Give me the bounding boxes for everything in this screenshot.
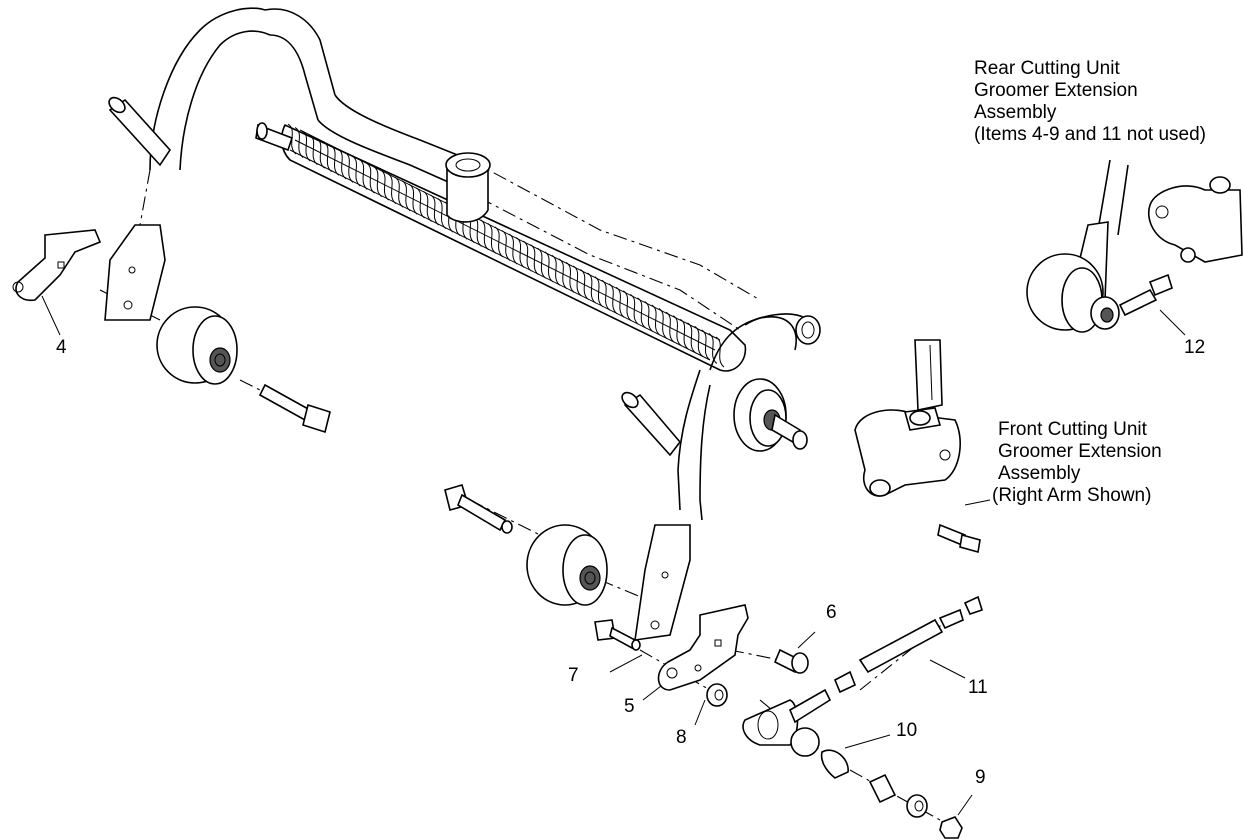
front-assembly-label: Front Cutting Unit Groomer Extension Ass… xyxy=(992,419,1162,507)
right-bolt xyxy=(444,484,513,534)
rear-groomer-extension xyxy=(1026,159,1243,333)
rear-assembly-line-1: Rear Cutting Unit xyxy=(974,58,1120,79)
front-assembly-line-3: Assembly xyxy=(998,463,1081,484)
rear-assembly-label: Rear Cutting Unit Groomer Extension Asse… xyxy=(974,58,1206,146)
callout-7: 7 xyxy=(568,665,579,686)
frame-right-arch xyxy=(677,313,821,521)
leader-lines xyxy=(41,295,1186,816)
callout-10: 10 xyxy=(896,720,918,741)
rear-assembly-line-4: (Items 4-9 and 11 not used) xyxy=(974,124,1206,145)
front-assembly-line-2: Groomer Extension xyxy=(998,441,1162,462)
frame-left-arm xyxy=(149,7,471,186)
callout-12: 12 xyxy=(1184,337,1206,358)
callout-11: 11 xyxy=(968,677,988,698)
left-side-plate xyxy=(104,224,166,321)
reel-left-shaft xyxy=(255,122,294,152)
callout-9: 9 xyxy=(975,767,986,788)
left-roller xyxy=(156,306,238,385)
right-side-plate xyxy=(634,524,691,641)
item-6-pin xyxy=(773,648,809,674)
callout-4: 4 xyxy=(56,337,67,358)
center-boss xyxy=(445,152,491,223)
left-handle xyxy=(108,96,172,167)
item-11-rod xyxy=(742,595,983,746)
right-roller xyxy=(526,524,608,606)
item-8-washer xyxy=(706,683,728,707)
item-10-parts xyxy=(790,727,897,804)
item-4-bracket xyxy=(12,229,102,302)
callout-6: 6 xyxy=(826,602,837,623)
callout-8: 8 xyxy=(676,727,687,748)
front-groomer-extension xyxy=(854,339,961,497)
left-bolt xyxy=(258,383,331,434)
reel-right-bearing xyxy=(733,378,808,452)
rear-assembly-line-2: Groomer Extension xyxy=(974,80,1138,101)
front-assembly-line-1: Front Cutting Unit xyxy=(998,419,1147,440)
rear-assembly-line-3: Assembly xyxy=(974,102,1057,123)
front-assembly-line-4: (Right Arm Shown) xyxy=(992,485,1152,506)
item-7-bolt xyxy=(594,619,641,651)
item-5-bracket xyxy=(657,604,749,691)
item-9-nut xyxy=(906,794,963,839)
callout-5: 5 xyxy=(624,696,635,717)
right-handle xyxy=(621,391,682,457)
reel-hatch xyxy=(287,123,725,368)
front-pivot-pin xyxy=(937,523,981,554)
